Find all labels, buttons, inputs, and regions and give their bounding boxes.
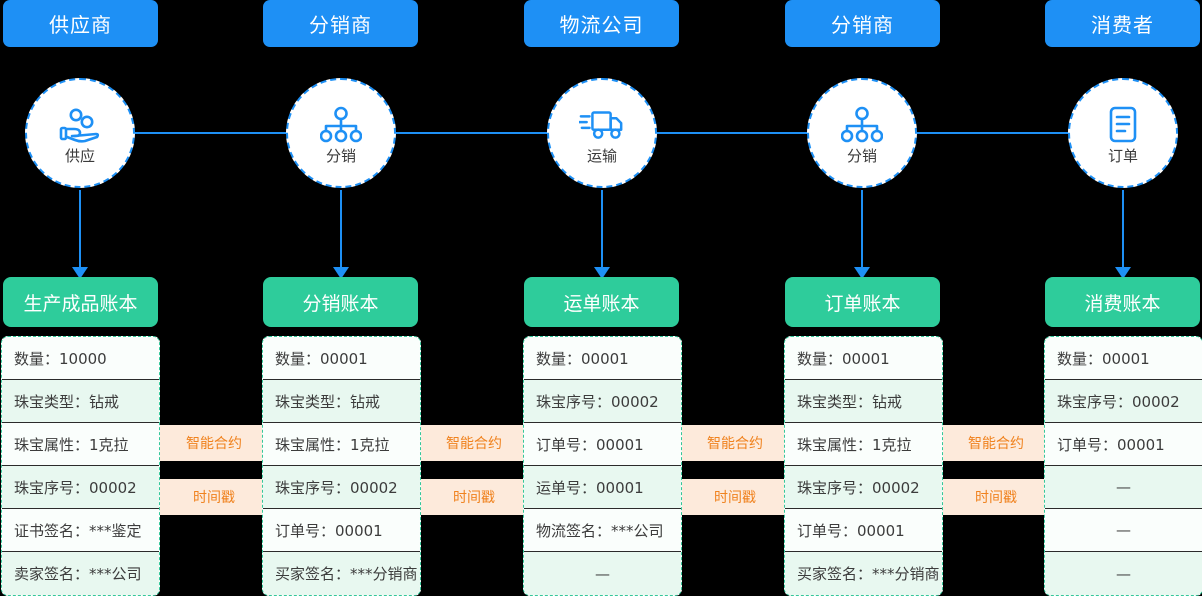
arrow-distribution-to-ledger bbox=[333, 190, 349, 279]
timestamp-label: 时间戳 bbox=[975, 490, 1017, 506]
ledger-title-consumption: 消费账本 bbox=[1045, 277, 1200, 327]
node-tree-icon bbox=[318, 104, 364, 146]
table-row: 订单号：00001 bbox=[1045, 423, 1202, 466]
table-row: — bbox=[1045, 466, 1202, 509]
table-row: 买家签名：***分销商 bbox=[785, 552, 942, 595]
ledger-title-order: 订单账本 bbox=[785, 277, 940, 327]
timestamp-band-2: 时间戳 bbox=[418, 479, 530, 515]
smart-contract-band-2: 智能合约 bbox=[418, 425, 530, 461]
node-label: 供应 bbox=[64, 147, 95, 165]
table-row: — bbox=[1045, 552, 1202, 595]
role-header-distributor-2: 分销商 bbox=[785, 0, 940, 47]
table-row: 物流签名：***公司 bbox=[524, 509, 681, 552]
node-supply[interactable]: 供应 bbox=[25, 78, 135, 188]
arrow-transport-to-ledger bbox=[594, 190, 610, 279]
delivery-truck-icon bbox=[579, 104, 625, 146]
table-row: 数量：00001 bbox=[263, 337, 420, 380]
smart-contract-label: 智能合约 bbox=[186, 436, 242, 452]
arrow-supply-to-ledger bbox=[72, 190, 88, 279]
timestamp-label: 时间戳 bbox=[714, 490, 756, 506]
node-label: 分销 bbox=[846, 147, 877, 165]
table-row: 珠宝类型：钻戒 bbox=[785, 380, 942, 423]
timestamp-label: 时间戳 bbox=[453, 490, 495, 506]
smart-contract-band-1: 智能合约 bbox=[158, 425, 270, 461]
connector-logistics-to-distributor bbox=[654, 132, 809, 134]
table-row: — bbox=[1045, 509, 1202, 552]
table-row: 珠宝属性：1克拉 bbox=[785, 423, 942, 466]
node-distribution-2[interactable]: 分销 bbox=[807, 78, 917, 188]
ledger-title-waybill: 运单账本 bbox=[524, 277, 679, 327]
role-header-label: 分销商 bbox=[831, 13, 894, 37]
timestamp-band-1: 时间戳 bbox=[158, 479, 270, 515]
table-row: 订单号：00001 bbox=[263, 509, 420, 552]
connector-supplier-to-distributor bbox=[132, 132, 287, 134]
smart-contract-label: 智能合约 bbox=[707, 436, 763, 452]
timestamp-band-4: 时间戳 bbox=[940, 479, 1052, 515]
role-header-logistics: 物流公司 bbox=[524, 0, 679, 47]
table-row: 证书签名：***鉴定 bbox=[2, 509, 159, 552]
document-order-icon bbox=[1100, 104, 1146, 146]
table-row: 运单号：00001 bbox=[524, 466, 681, 509]
connector-distributor-to-consumer bbox=[915, 132, 1070, 134]
table-row: 数量：00001 bbox=[1045, 337, 1202, 380]
table-row: 珠宝属性：1克拉 bbox=[263, 423, 420, 466]
ledger-title-label: 消费账本 bbox=[1084, 292, 1161, 315]
smart-contract-band-4: 智能合约 bbox=[940, 425, 1052, 461]
table-row: 珠宝类型：钻戒 bbox=[2, 380, 159, 423]
node-label: 分销 bbox=[325, 147, 356, 165]
ledger-title-label: 运单账本 bbox=[563, 292, 640, 315]
table-row: 买家签名：***分销商 bbox=[263, 552, 420, 595]
table-row: 珠宝序号：00002 bbox=[1045, 380, 1202, 423]
timestamp-band-3: 时间戳 bbox=[679, 479, 791, 515]
table-row: 订单号：00001 bbox=[785, 509, 942, 552]
node-transport[interactable]: 运输 bbox=[547, 78, 657, 188]
table-row: 珠宝序号：00002 bbox=[785, 466, 942, 509]
ledger-title-label: 订单账本 bbox=[824, 292, 901, 315]
ledger-table-order: 数量：00001 珠宝类型：钻戒 珠宝属性：1克拉 珠宝序号：00002 订单号… bbox=[784, 336, 943, 596]
role-header-label: 供应商 bbox=[49, 13, 112, 37]
table-row: 订单号：00001 bbox=[524, 423, 681, 466]
ledger-title-production: 生产成品账本 bbox=[3, 277, 158, 327]
role-header-label: 分销商 bbox=[309, 13, 372, 37]
arrow-order-to-ledger bbox=[1115, 190, 1131, 279]
connector-distributor-to-logistics bbox=[393, 132, 548, 134]
node-tree-icon bbox=[839, 104, 885, 146]
ledger-table-consumption: 数量：00001 珠宝序号：00002 订单号：00001 — — — bbox=[1044, 336, 1202, 596]
role-header-label: 物流公司 bbox=[559, 13, 644, 37]
smart-contract-label: 智能合约 bbox=[446, 436, 502, 452]
ledger-title-label: 分销账本 bbox=[302, 292, 379, 315]
role-header-consumer: 消费者 bbox=[1045, 0, 1200, 47]
node-order[interactable]: 订单 bbox=[1068, 78, 1178, 188]
ledger-title-distribution: 分销账本 bbox=[263, 277, 418, 327]
hand-coins-icon bbox=[57, 104, 103, 146]
table-row: 珠宝类型：钻戒 bbox=[263, 380, 420, 423]
table-row: 卖家签名：***公司 bbox=[2, 552, 159, 595]
ledger-table-distribution: 数量：00001 珠宝类型：钻戒 珠宝属性：1克拉 珠宝序号：00002 订单号… bbox=[262, 336, 421, 596]
table-row: — bbox=[524, 552, 681, 595]
arrow-distribution2-to-ledger bbox=[854, 190, 870, 279]
node-distribution-1[interactable]: 分销 bbox=[286, 78, 396, 188]
smart-contract-label: 智能合约 bbox=[968, 436, 1024, 452]
role-header-supplier: 供应商 bbox=[3, 0, 158, 47]
role-header-distributor-1: 分销商 bbox=[263, 0, 418, 47]
ledger-title-label: 生产成品账本 bbox=[23, 292, 138, 315]
ledger-table-production: 数量：10000 珠宝类型：钻戒 珠宝属性：1克拉 珠宝序号：00002 证书签… bbox=[1, 336, 160, 596]
ledger-table-waybill: 数量：00001 珠宝序号：00002 订单号：00001 运单号：00001 … bbox=[523, 336, 682, 596]
table-row: 珠宝属性：1克拉 bbox=[2, 423, 159, 466]
table-row: 数量：00001 bbox=[524, 337, 681, 380]
table-row: 珠宝序号：00002 bbox=[263, 466, 420, 509]
timestamp-label: 时间戳 bbox=[193, 490, 235, 506]
role-header-label: 消费者 bbox=[1091, 13, 1154, 37]
node-label: 订单 bbox=[1107, 147, 1138, 165]
smart-contract-band-3: 智能合约 bbox=[679, 425, 791, 461]
node-label: 运输 bbox=[586, 147, 617, 165]
table-row: 珠宝序号：00002 bbox=[2, 466, 159, 509]
table-row: 珠宝序号：00002 bbox=[524, 380, 681, 423]
table-row: 数量：10000 bbox=[2, 337, 159, 380]
table-row: 数量：00001 bbox=[785, 337, 942, 380]
